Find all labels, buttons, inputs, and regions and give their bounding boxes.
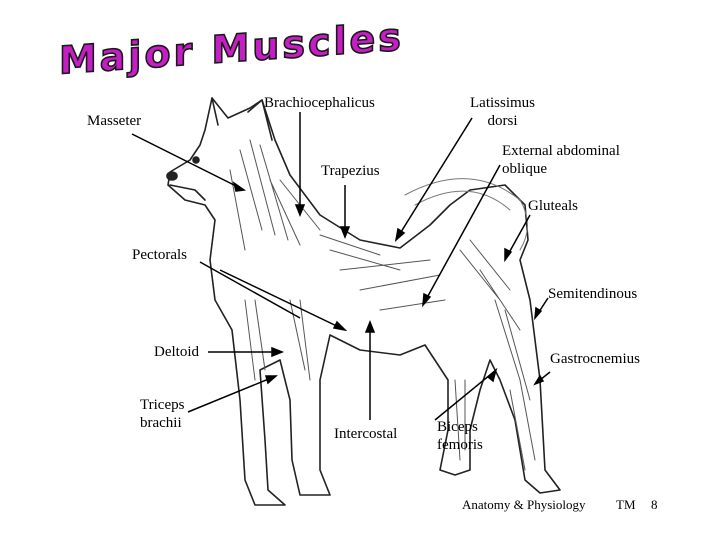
pointer-pectorals bbox=[200, 262, 300, 318]
label-triceps-brachii: Triceps brachii bbox=[140, 396, 184, 432]
label-deltoid: Deltoid bbox=[154, 343, 199, 361]
label-brachiocephalicus: Brachiocephalicus bbox=[264, 94, 375, 112]
label-gastrocnemius: Gastrocnemius bbox=[550, 350, 640, 368]
pointer-external-oblique bbox=[423, 165, 500, 305]
footer-mark: TM bbox=[616, 497, 636, 513]
label-semitendinosus: Semitendinous bbox=[548, 285, 637, 303]
label-masseter: Masseter bbox=[87, 112, 141, 130]
pointer-pectorals-2 bbox=[220, 270, 345, 330]
label-biceps-femoris: Biceps femoris bbox=[437, 418, 483, 454]
label-external-abdominal-oblique: External abdominal oblique bbox=[502, 142, 620, 178]
label-latissimus-dorsi: Latissimus dorsi bbox=[470, 94, 535, 130]
footer-course: Anatomy & Physiology bbox=[462, 497, 586, 513]
label-trapezius: Trapezius bbox=[321, 162, 380, 180]
pointer-masseter bbox=[132, 134, 244, 190]
label-gluteals: Gluteals bbox=[528, 197, 578, 215]
label-intercostal: Intercostal bbox=[334, 425, 397, 443]
label-pectorals: Pectorals bbox=[132, 246, 187, 264]
footer-page-number: 8 bbox=[651, 497, 658, 513]
